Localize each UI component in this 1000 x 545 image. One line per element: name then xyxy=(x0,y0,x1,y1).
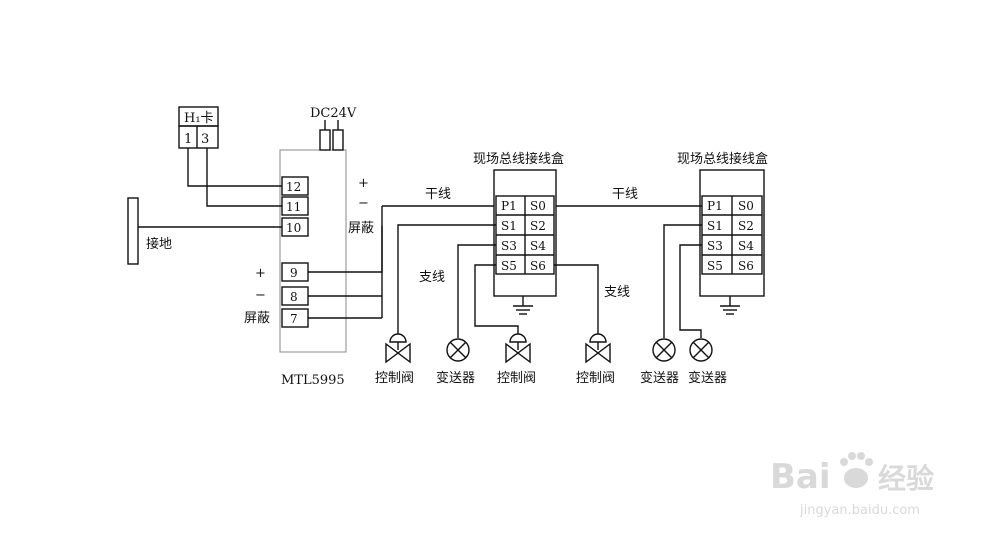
jb1-s4: S4 xyxy=(530,239,546,253)
terminal-11-label: 11 xyxy=(286,200,301,214)
jb2-s0: S0 xyxy=(738,199,754,213)
junction-box-2 xyxy=(699,169,765,297)
branch-label-2: 支线 xyxy=(604,285,630,300)
transmitter-1 xyxy=(446,338,470,362)
device-label-2: 变送器 xyxy=(436,370,475,386)
plus-bottom: + xyxy=(255,266,266,281)
trunk-label-2: 干线 xyxy=(612,187,638,202)
ground-label: 接地 xyxy=(146,236,172,252)
jb2-s2: S2 xyxy=(738,219,754,233)
control-valve-3 xyxy=(585,333,611,364)
paw-icon xyxy=(840,452,873,488)
shield-top: 屏蔽 xyxy=(348,221,374,236)
mtl5995-module xyxy=(279,149,347,353)
terminal-8-label: 8 xyxy=(290,290,298,304)
h1-card-terminal-box xyxy=(178,125,219,149)
dc24v-terminal-left xyxy=(319,129,331,151)
jb2-s1: S1 xyxy=(707,219,723,233)
transmitter-2 xyxy=(652,338,676,362)
terminal-9-label: 9 xyxy=(290,266,298,280)
mtl-name: MTL5995 xyxy=(281,373,345,388)
transmitter-3 xyxy=(689,338,713,362)
control-valve-1 xyxy=(385,333,411,364)
minus-bottom: − xyxy=(255,288,266,303)
jb1-s6: S6 xyxy=(530,259,546,273)
jb1-s2: S2 xyxy=(530,219,546,233)
jb1-p1: P1 xyxy=(501,199,517,213)
jb1-s3: S3 xyxy=(501,239,517,253)
junction-box-1 xyxy=(493,169,557,297)
terminal-12-label: 12 xyxy=(286,180,301,194)
junction-box-2-title: 现场总线接线盒 xyxy=(677,151,768,167)
watermark-brand: Bai xyxy=(770,457,831,497)
baidu-watermark: Bai 经验 jingyan.baidu.com xyxy=(770,452,934,518)
dc24v-terminal-right xyxy=(332,129,344,151)
watermark-brand2: 经验 xyxy=(878,462,934,495)
trunk-label-1: 干线 xyxy=(425,187,451,202)
device-label-3: 控制阀 xyxy=(497,371,536,386)
branch-label-1: 支线 xyxy=(419,270,445,285)
h1-terminal-1: 1 xyxy=(184,132,192,147)
shield-bottom: 屏蔽 xyxy=(244,311,270,326)
jb2-s5: S5 xyxy=(707,259,723,273)
jb1-s5: S5 xyxy=(501,259,517,273)
watermark-url: jingyan.baidu.com xyxy=(799,503,920,518)
h1-card-title: H₁卡 xyxy=(184,111,214,126)
device-label-1: 控制阀 xyxy=(375,371,414,386)
jb2-s3: S3 xyxy=(707,239,723,253)
jb1-s1: S1 xyxy=(501,219,517,233)
terminal-7-label: 7 xyxy=(290,312,298,326)
junction-box-1-title: 现场总线接线盒 xyxy=(473,151,564,167)
minus-top: − xyxy=(358,196,369,211)
dc24v-label: DC24V xyxy=(310,106,357,121)
jb2-s6: S6 xyxy=(738,259,754,273)
control-valve-2 xyxy=(505,333,531,364)
h1-terminal-3: 3 xyxy=(201,132,209,147)
jb2-p1: P1 xyxy=(707,199,723,213)
device-label-5: 变送器 xyxy=(640,370,679,386)
jb2-s4: S4 xyxy=(738,239,754,253)
terminal-10-label: 10 xyxy=(286,221,301,235)
plus-top: + xyxy=(358,176,369,191)
device-label-6: 变送器 xyxy=(688,370,727,386)
jb1-s0: S0 xyxy=(530,199,546,213)
device-label-4: 控制阀 xyxy=(576,371,615,386)
ground-bar xyxy=(127,197,139,265)
